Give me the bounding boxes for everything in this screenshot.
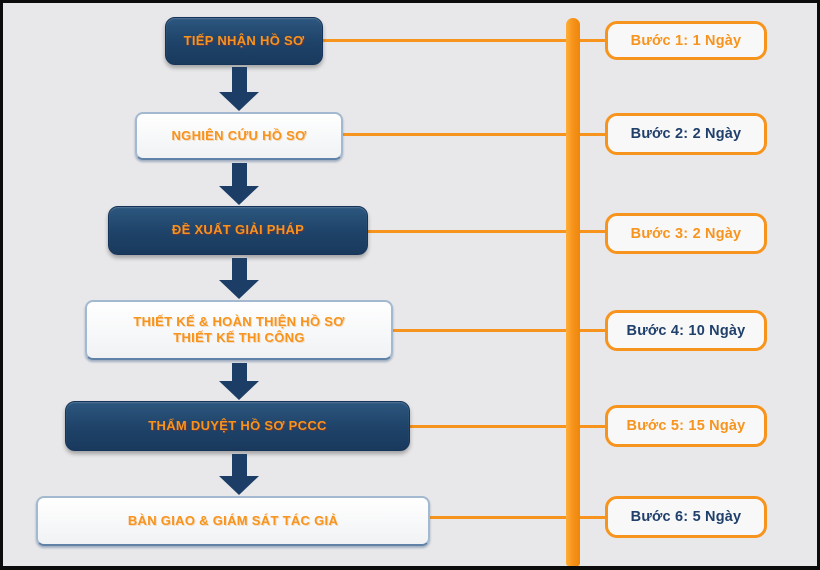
process-step-box-3: ĐỀ XUẤT GIẢI PHÁP (108, 206, 368, 255)
connector-line-3 (362, 230, 609, 233)
duration-label: Bước 1: 1 Ngày (630, 32, 742, 49)
duration-badge-6: Bước 6: 5 Ngày (605, 496, 767, 538)
connector-line-5 (404, 425, 609, 428)
duration-label: Bước 6: 5 Ngày (630, 509, 742, 525)
down-arrow-icon (219, 67, 259, 111)
step-label: TIẾP NHẬN HỒ SƠ (183, 32, 305, 48)
connector-line-4 (387, 329, 609, 332)
down-arrow-icon (219, 163, 259, 205)
duration-badge-1: Bước 1: 1 Ngày (605, 21, 767, 60)
duration-label: Bước 4: 10 Ngày (626, 322, 746, 339)
process-step-box-2: NGHIÊN CỨU HỒ SƠ (135, 112, 343, 160)
duration-badge-5: Bước 5: 15 Ngày (605, 405, 767, 447)
process-step-box-6: BÀN GIAO & GIÁM SÁT TÁC GIẢ (36, 496, 430, 546)
duration-label: Bước 3: 2 Ngày (630, 225, 742, 242)
step-label-line2: THIẾT KẾ THI CÔNG (173, 330, 305, 345)
down-arrow-icon (219, 454, 259, 495)
duration-label: Bước 5: 15 Ngày (626, 418, 746, 434)
process-step-box-1: TIẾP NHẬN HỒ SƠ (165, 17, 323, 65)
down-arrow-icon (219, 363, 259, 400)
step-label: BÀN GIAO & GIÁM SÁT TÁC GIẢ (127, 512, 339, 528)
process-step-box-4: THIẾT KẾ & HOÀN THIỆN HỒ SƠ THIẾT KẾ THI… (85, 300, 393, 360)
timeline-bar (566, 18, 580, 566)
connector-line-2 (337, 133, 609, 136)
step-label: THẨM DUYỆT HỒ SƠ PCCC (148, 417, 327, 433)
connector-line-1 (317, 39, 609, 42)
duration-badge-2: Bước 2: 2 Ngày (605, 113, 767, 155)
connector-line-6 (424, 516, 609, 519)
duration-badge-4: Bước 4: 10 Ngày (605, 310, 767, 351)
duration-badge-3: Bước 3: 2 Ngày (605, 213, 767, 254)
step-label: NGHIÊN CỨU HỒ SƠ (171, 127, 307, 143)
process-step-box-5: THẨM DUYỆT HỒ SƠ PCCC (65, 401, 410, 451)
duration-label: Bước 2: 2 Ngày (630, 126, 742, 142)
down-arrow-icon (219, 258, 259, 299)
step-label: ĐỀ XUẤT GIẢI PHÁP (171, 222, 305, 238)
step-label: THIẾT KẾ & HOÀN THIỆN HỒ SƠ (133, 313, 345, 329)
